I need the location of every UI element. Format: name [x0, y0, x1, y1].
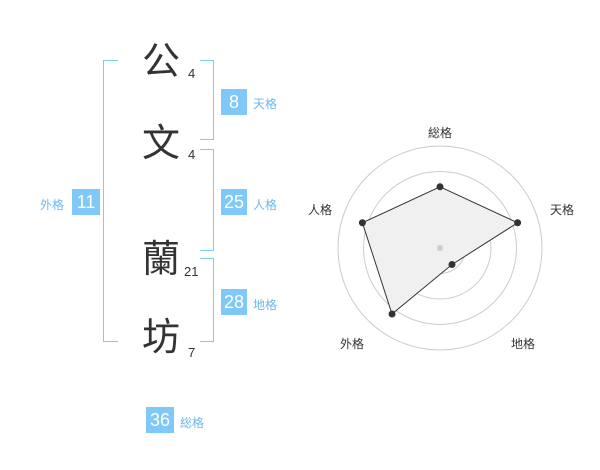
jinkaku-bracket: [200, 149, 214, 251]
stroke-count-3: 21: [184, 264, 199, 279]
stroke-count-2: 4: [188, 147, 196, 162]
radar-axis-label-jinkaku: 人格: [308, 203, 333, 217]
radar-ring: [337, 145, 543, 351]
radar-axis-label-chikaku: 地格: [511, 337, 536, 351]
stroke-count-1: 4: [188, 66, 196, 81]
radar-point: [448, 261, 456, 269]
soukaku-value: 36: [146, 407, 174, 433]
name-char-1: 公: [142, 39, 181, 83]
radar-point: [358, 219, 366, 227]
chikaku-label: 地格: [253, 298, 278, 312]
radar-center-dot: [437, 245, 443, 251]
jinkaku-value: 25: [221, 189, 247, 215]
radar-points: [358, 183, 522, 318]
jinkaku-label: 人格: [253, 198, 278, 212]
stroke-count-4: 7: [188, 345, 196, 360]
tenkaku-label: 天格: [253, 97, 278, 111]
gaikaku-label: 外格: [40, 198, 65, 212]
chikaku-bracket: [200, 258, 214, 342]
name-char-3: 蘭: [142, 237, 181, 281]
radar-ring: [363, 171, 517, 325]
radar-axis-label-gaikaku: 外格: [340, 337, 365, 351]
radar-axis-label-tenkaku: 天格: [550, 203, 575, 217]
name-char-4: 坊: [142, 315, 181, 359]
chikaku-value: 28: [221, 289, 247, 315]
tenkaku-bracket: [200, 60, 214, 140]
gaikaku-bracket: [103, 60, 118, 342]
tenkaku-value: 8: [221, 89, 247, 115]
radar-point: [514, 219, 522, 227]
radar-point: [388, 310, 396, 318]
name-char-2: 文: [142, 121, 181, 165]
radar-axis-label-soukaku: 総格: [428, 126, 453, 140]
radar-point: [436, 183, 444, 191]
soukaku-label: 総格: [180, 416, 205, 430]
gaikaku-value: 11: [72, 189, 100, 215]
